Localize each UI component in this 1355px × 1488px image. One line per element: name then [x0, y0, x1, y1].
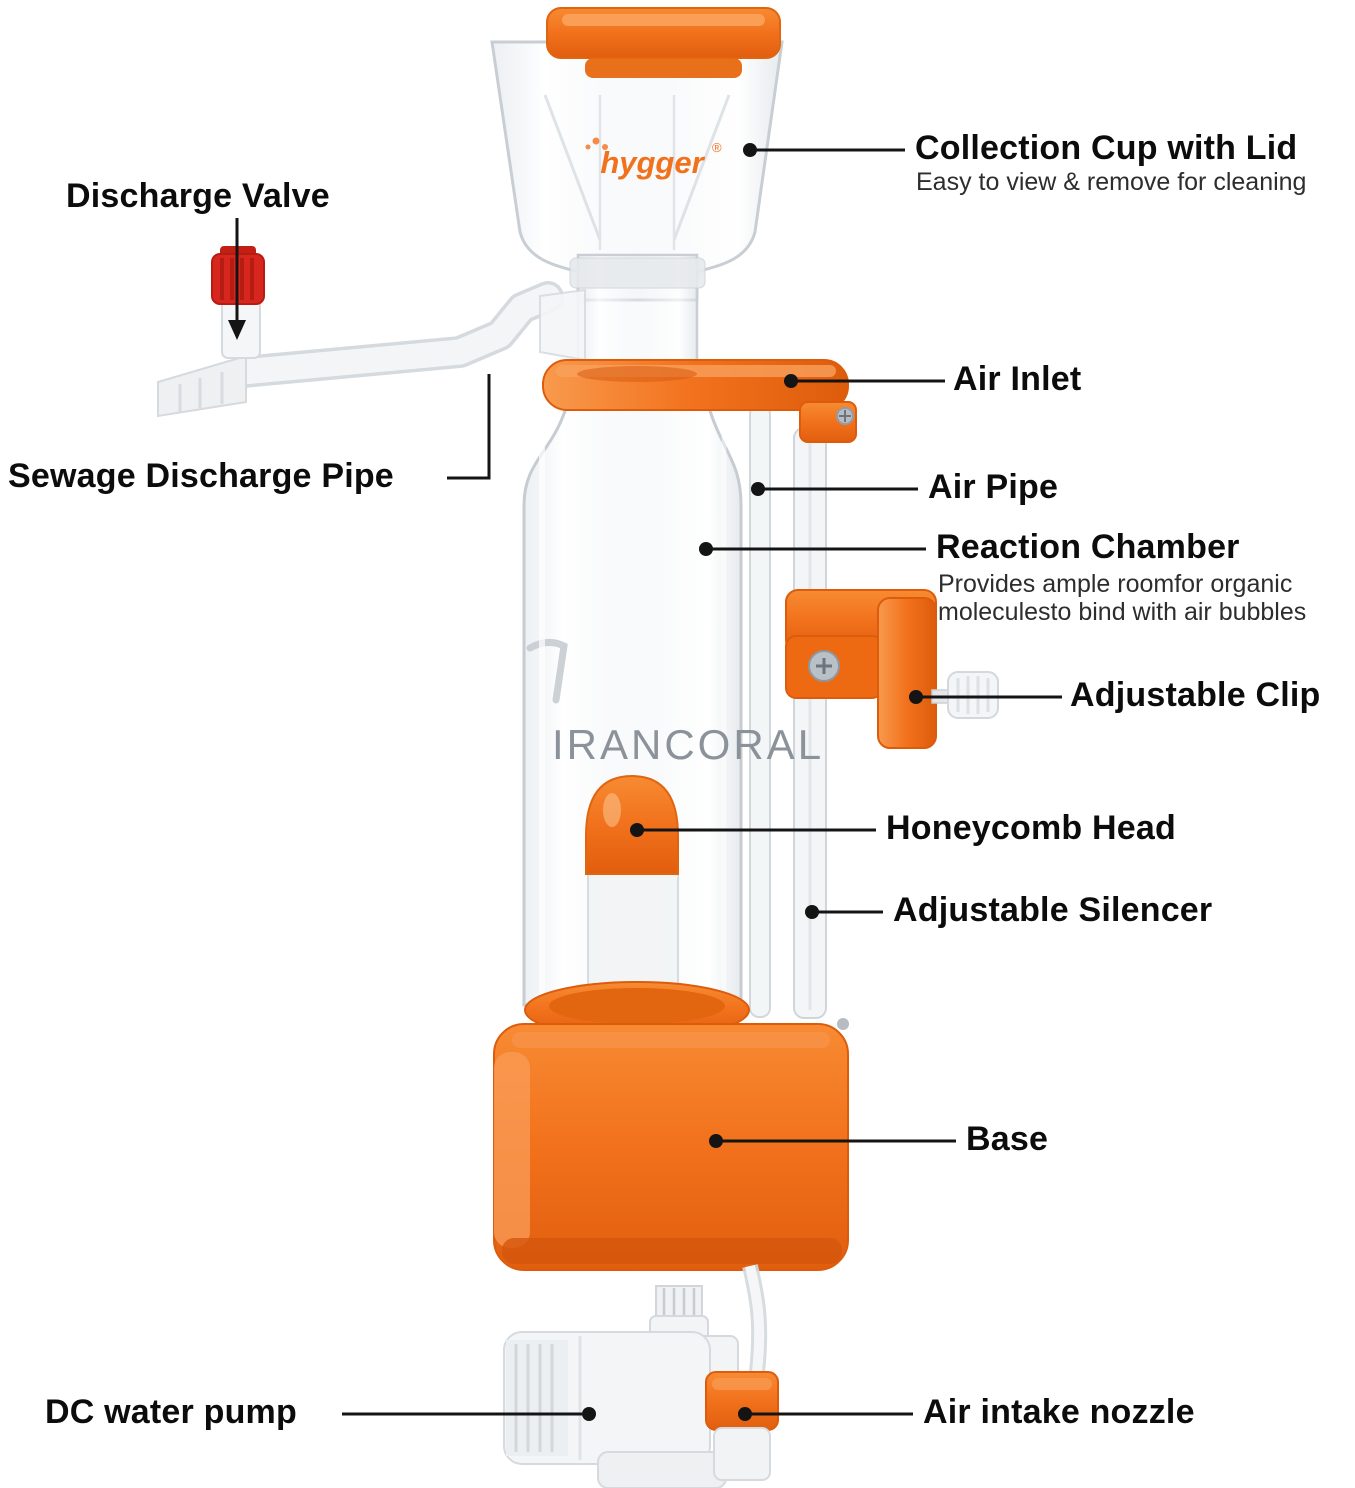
reaction-chamber	[522, 406, 743, 1007]
label-collection-cup-title: Collection Cup with Lid	[915, 129, 1298, 167]
brand-text: hygger	[600, 145, 705, 180]
label-base: Base	[966, 1120, 1049, 1158]
air-pipe	[749, 404, 771, 1018]
collection-cup: hygger ®	[490, 7, 784, 375]
hose-barb	[157, 354, 247, 418]
clip-knob	[947, 671, 999, 719]
brand-logo: hygger ®	[585, 137, 722, 180]
label-air-pipe: Air Pipe	[928, 468, 1059, 506]
label-discharge-valve: Discharge Valve	[66, 177, 330, 215]
watermark-text: IRANCORAL	[552, 721, 825, 768]
clip-screw-icon	[808, 650, 840, 682]
leader-lines	[228, 143, 1062, 1421]
label-adjustable-clip: Adjustable Clip	[1070, 676, 1321, 714]
label-collection-cup-subtitle: Easy to view & remove for cleaning	[916, 168, 1307, 196]
label-dc-water-pump: DC water pump	[45, 1393, 297, 1431]
label-air-intake-nozzle: Air intake nozzle	[923, 1393, 1195, 1431]
sewage-discharge-pipe	[157, 246, 586, 418]
adjustable-clip	[785, 589, 999, 749]
label-reaction-chamber-subtitle-1: Provides ample roomfor organic	[938, 570, 1293, 598]
label-reaction-chamber-title: Reaction Chamber	[936, 528, 1240, 566]
dc-water-pump	[503, 1285, 779, 1488]
label-honeycomb-head: Honeycomb Head	[886, 809, 1176, 847]
bracket-screw-icon	[836, 407, 854, 425]
label-air-inlet: Air Inlet	[953, 360, 1082, 398]
base	[493, 981, 849, 1271]
air-intake-nozzle	[705, 1371, 779, 1431]
label-reaction-chamber-subtitle-2: moleculesto bind with air bubbles	[938, 598, 1307, 626]
label-adjustable-silencer: Adjustable Silencer	[893, 891, 1213, 929]
base-screw-icon	[837, 1018, 849, 1030]
brand-registered-mark: ®	[712, 140, 722, 155]
air-inlet-collar	[542, 359, 857, 443]
arrow-down-icon	[228, 320, 246, 340]
label-sewage-discharge-pipe: Sewage Discharge Pipe	[8, 457, 394, 495]
air-tube	[742, 1264, 768, 1373]
honeycomb-head	[585, 774, 679, 875]
